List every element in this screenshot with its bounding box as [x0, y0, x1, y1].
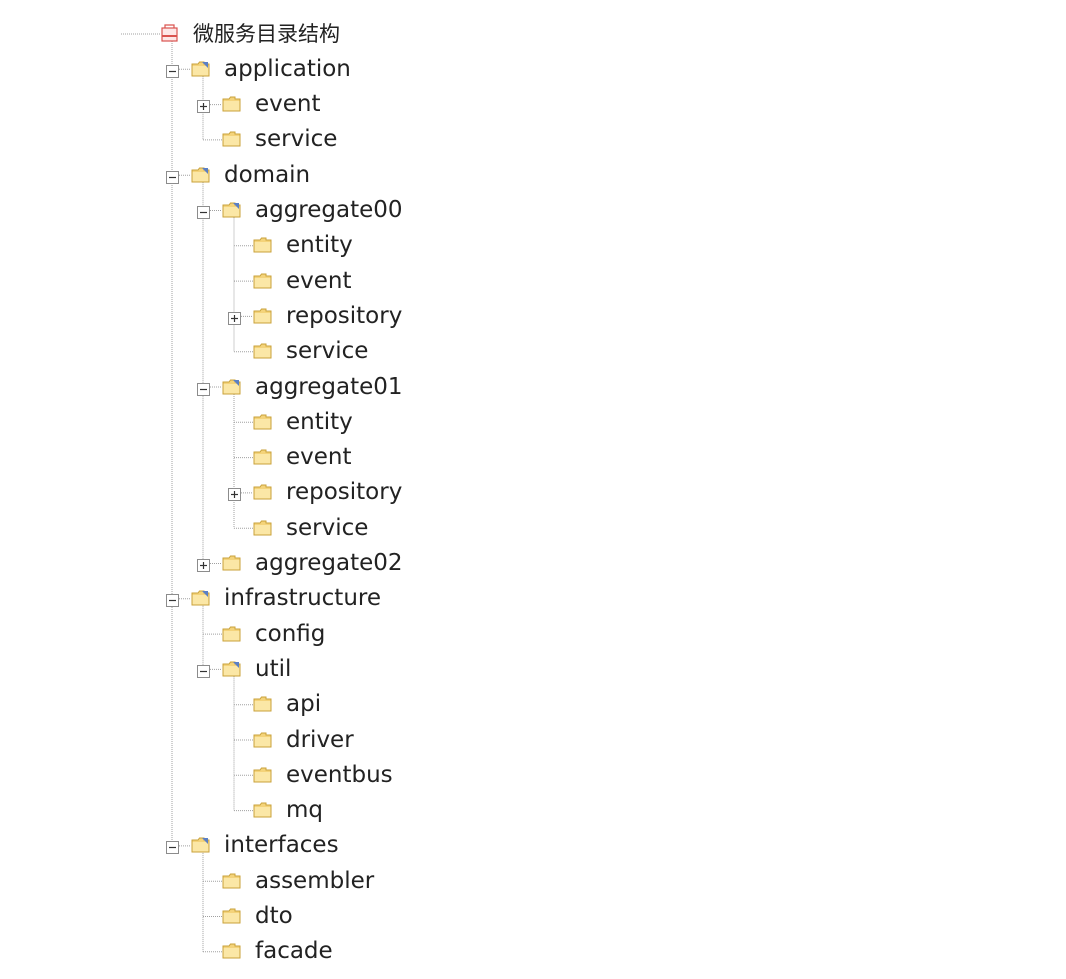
tree-node-label: util: [255, 655, 292, 682]
expand-plus-icon[interactable]: [197, 98, 210, 114]
folder-icon: [253, 449, 272, 465]
root-document-icon: [160, 23, 179, 42]
tree-node-label: event: [255, 91, 321, 118]
tree-node-label: entity: [286, 408, 353, 435]
folder-icon: [253, 308, 272, 324]
folder-icon: [253, 414, 272, 430]
tree-node-dto[interactable]: dto: [0, 899, 1066, 934]
folder-icon: [222, 908, 241, 924]
tree-node-service[interactable]: service: [0, 334, 1066, 369]
tree-node-label: service: [255, 126, 338, 153]
tree-node-label: service: [286, 338, 369, 365]
tree-node-label: driver: [286, 726, 354, 753]
tree-node-label: dto: [255, 903, 293, 929]
folder-icon: [253, 520, 272, 536]
tree-node-label: service: [286, 514, 369, 541]
folder-icon: [222, 943, 241, 959]
tree-node-event[interactable]: event: [0, 264, 1066, 299]
tree-node-label: infrastructure: [224, 585, 381, 612]
tree-node-label: 微服务目录结构: [193, 21, 340, 46]
collapse-minus-icon[interactable]: [197, 663, 210, 678]
tree-node-entity[interactable]: entity: [0, 228, 1066, 263]
collapse-minus-icon[interactable]: [197, 204, 210, 219]
expand-plus-icon[interactable]: [228, 486, 241, 502]
tree-node-label: aggregate01: [255, 373, 403, 400]
tree-node-service[interactable]: service: [0, 511, 1066, 546]
tree-node-label: config: [255, 620, 326, 647]
folder-icon: [253, 484, 272, 500]
tree-node-service[interactable]: service: [0, 122, 1066, 157]
collapse-minus-icon[interactable]: [197, 381, 210, 396]
open-folder-icon: [191, 590, 210, 606]
collapse-minus-icon[interactable]: [166, 169, 179, 184]
tree-node-entity[interactable]: entity: [0, 405, 1066, 440]
tree-node-event[interactable]: event: [0, 87, 1066, 122]
open-folder-icon: [222, 379, 241, 395]
tree-node-label: event: [286, 444, 352, 471]
collapse-minus-icon[interactable]: [166, 592, 179, 608]
folder-icon: [253, 732, 272, 748]
folder-icon: [253, 767, 272, 783]
tree-node-util[interactable]: util: [0, 652, 1066, 687]
tree-node-aggregate00[interactable]: aggregate00: [0, 193, 1066, 228]
tree-node-label: entity: [286, 232, 353, 259]
tree-node-label: repository: [286, 479, 403, 506]
tree-node-label: assembler: [255, 867, 375, 894]
tree-root-node[interactable]: 微服务目录结构: [0, 17, 1066, 52]
tree-node-label: repository: [286, 302, 403, 329]
tree-node-label: event: [286, 267, 352, 294]
tree-node-api[interactable]: api: [0, 687, 1066, 722]
tree-node-label: application: [224, 55, 351, 82]
tree-node-mq[interactable]: mq: [0, 793, 1066, 828]
tree-node-assembler[interactable]: assembler: [0, 864, 1066, 899]
folder-icon: [253, 802, 272, 818]
tree-node-infrastructure[interactable]: infrastructure: [0, 581, 1066, 616]
tree-node-label: facade: [255, 938, 333, 965]
open-folder-icon: [191, 61, 210, 77]
expand-plus-icon[interactable]: [228, 310, 241, 325]
tree-node-label: domain: [224, 161, 311, 188]
folder-icon: [253, 343, 272, 359]
tree-node-facade[interactable]: facade: [0, 934, 1066, 969]
collapse-minus-icon[interactable]: [166, 839, 179, 855]
folder-icon: [222, 555, 241, 571]
tree-node-label: aggregate02: [255, 550, 403, 576]
tree-node-config[interactable]: config: [0, 617, 1066, 652]
folder-icon: [253, 273, 272, 289]
tree-node-interfaces[interactable]: interfaces: [0, 828, 1066, 863]
tree-node-application[interactable]: application: [0, 52, 1066, 87]
open-folder-icon: [191, 167, 210, 183]
open-folder-icon: [191, 837, 210, 853]
tree-node-label: eventbus: [286, 761, 393, 788]
open-folder-icon: [222, 202, 241, 218]
tree-node-repository[interactable]: repository: [0, 299, 1066, 334]
tree-node-event[interactable]: event: [0, 440, 1066, 475]
tree-node-label: mq: [286, 797, 324, 824]
tree-node-label: api: [286, 691, 322, 718]
expand-plus-icon[interactable]: [197, 557, 210, 572]
open-folder-icon: [222, 661, 241, 677]
folder-icon: [253, 237, 272, 253]
tree-node-label: interfaces: [224, 832, 339, 859]
tree-node-aggregate02[interactable]: aggregate02: [0, 546, 1066, 581]
folder-icon: [222, 131, 241, 147]
folder-icon: [253, 696, 272, 712]
tree-node-aggregate01[interactable]: aggregate01: [0, 370, 1066, 405]
tree-node-label: aggregate00: [255, 197, 403, 223]
folder-icon: [222, 96, 241, 112]
collapse-minus-icon[interactable]: [166, 63, 179, 78]
tree-node-eventbus[interactable]: eventbus: [0, 758, 1066, 793]
tree-node-domain[interactable]: domain: [0, 158, 1066, 193]
folder-icon: [222, 626, 241, 642]
folder-icon: [222, 873, 241, 889]
tree-node-driver[interactable]: driver: [0, 723, 1066, 758]
tree-node-repository[interactable]: repository: [0, 475, 1066, 510]
